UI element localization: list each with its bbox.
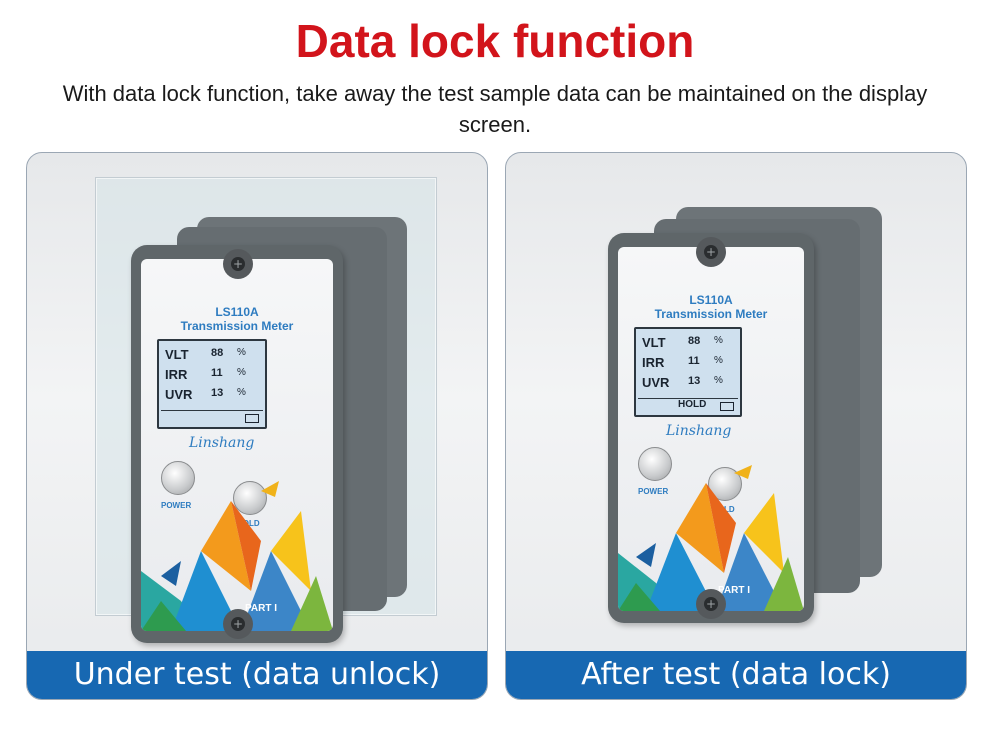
meter-device: LS110A Transmission Meter VLT 88 % IRR 1…: [608, 233, 814, 623]
brand-logo: Linshang: [666, 423, 732, 439]
reading-value: 13: [688, 375, 701, 387]
part-label: PART I: [718, 585, 751, 596]
device-faceplate: LS110A Transmission Meter VLT 88 % IRR 1…: [141, 259, 333, 631]
reading-label: UVR: [642, 375, 670, 390]
reading-uvr: UVR 13 %: [159, 387, 265, 407]
reading-value: 13: [211, 387, 224, 399]
meter-device: LS110A Transmission Meter VLT 88 % IRR 1…: [131, 245, 343, 643]
reading-label: VLT: [642, 335, 666, 350]
reading-label: VLT: [165, 347, 189, 362]
reading-irr: IRR 11 %: [636, 355, 740, 375]
reading-value: 88: [211, 347, 224, 359]
panel-data-lock: LS110A Transmission Meter VLT 88 % IRR 1…: [505, 152, 967, 700]
lcd-status-bar: HOLD: [638, 398, 738, 413]
device-name-label: Transmission Meter: [654, 307, 768, 321]
power-label: POWER: [638, 487, 669, 496]
panel-data-unlock: LS110A Transmission Meter VLT 88 % IRR 1…: [26, 152, 488, 700]
decorative-artwork: [618, 465, 804, 611]
hold-indicator: HOLD: [678, 399, 707, 410]
panel-caption: After test (data lock): [506, 651, 966, 699]
hold-button[interactable]: [233, 481, 267, 515]
power-button[interactable]: [638, 447, 672, 481]
decorative-artwork: [141, 481, 333, 631]
page-title: Data lock function: [295, 15, 695, 67]
power-button[interactable]: [161, 461, 195, 495]
reading-unit: %: [237, 367, 246, 378]
panel-caption: Under test (data unlock): [27, 651, 487, 699]
model-label: LS110A: [689, 293, 733, 307]
reading-unit: %: [714, 335, 723, 346]
battery-icon: [245, 414, 259, 423]
reading-value: 88: [688, 335, 701, 347]
reading-uvr: UVR 13 %: [636, 375, 740, 395]
top-screw: +: [696, 237, 726, 267]
reading-vlt: VLT 88 %: [636, 335, 740, 355]
device-faceplate: LS110A Transmission Meter VLT 88 % IRR 1…: [618, 247, 804, 611]
bottom-screw: +: [223, 609, 253, 639]
lcd-screen: VLT 88 % IRR 11 % UVR 13 % HOLD: [634, 327, 742, 417]
power-label: POWER: [161, 501, 192, 510]
model-label: LS110A: [215, 305, 259, 319]
top-screw: +: [223, 249, 253, 279]
part-label: PART I: [245, 603, 278, 614]
hold-label: HOLD: [237, 519, 260, 528]
reading-label: IRR: [642, 355, 665, 370]
reading-unit: %: [714, 355, 723, 366]
reading-irr: IRR 11 %: [159, 367, 265, 387]
reading-unit: %: [714, 375, 723, 386]
device-name-label: Transmission Meter: [180, 319, 294, 333]
brand-logo: Linshang: [189, 435, 255, 451]
reading-value: 11: [211, 367, 223, 379]
lcd-status-bar: [161, 410, 263, 425]
reading-unit: %: [237, 347, 246, 358]
reading-label: UVR: [165, 387, 193, 402]
reading-unit: %: [237, 387, 246, 398]
battery-icon: [720, 402, 734, 411]
reading-vlt: VLT 88 %: [159, 347, 265, 367]
page-subtitle: With data lock function, take away the t…: [62, 81, 928, 137]
lcd-screen: VLT 88 % IRR 11 % UVR 13 %: [157, 339, 267, 429]
bottom-screw: +: [696, 589, 726, 619]
reading-label: IRR: [165, 367, 188, 382]
reading-value: 11: [688, 355, 700, 367]
